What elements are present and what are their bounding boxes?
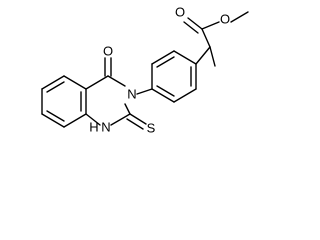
- phenylene-ring: [151, 50, 197, 103]
- thione-sulfur-label: S: [147, 120, 156, 135]
- thione-bond: [126, 113, 147, 130]
- propanoate-chain: [183, 11, 249, 67]
- n1-hydrogen-label: H: [89, 119, 98, 134]
- pyrimidinone-ring: [85, 75, 131, 126]
- ester-carbonyl-oxygen-label: O: [175, 4, 185, 19]
- n-aryl-bond: [136, 88, 153, 95]
- ester-oxygen-label: O: [220, 11, 230, 26]
- quinazolinone-carbonyl: [104, 57, 112, 77]
- n1-nitrogen-label: N: [101, 119, 110, 134]
- quinazolinone-oxygen-label: O: [103, 43, 113, 58]
- n3-nitrogen-label: N: [127, 86, 136, 101]
- chemical-structure: O O O N H N S: [41, 4, 249, 135]
- benzo-ring: [41, 75, 87, 128]
